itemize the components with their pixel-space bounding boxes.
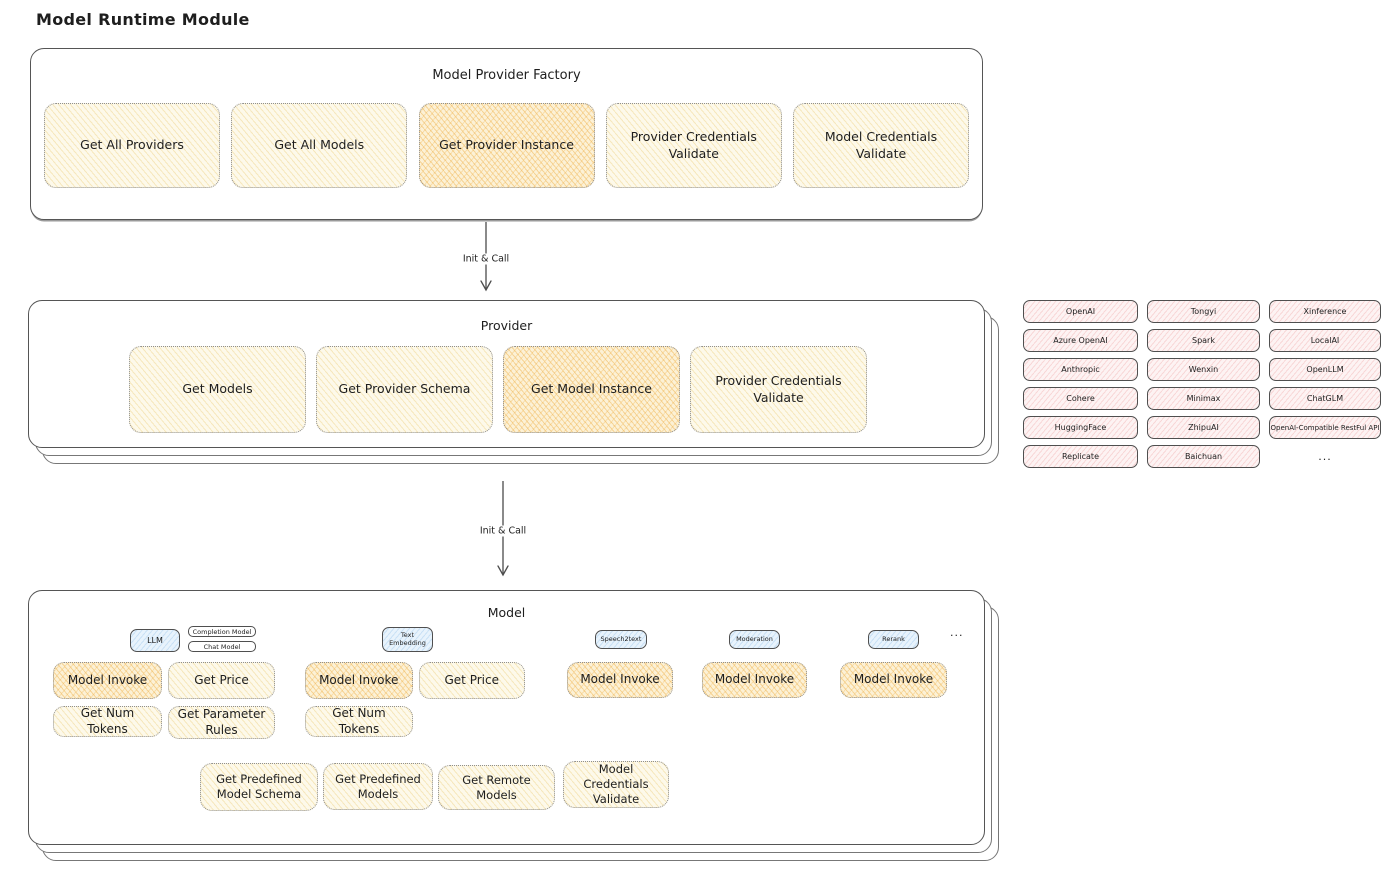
factory-card-title: Model Provider Factory [432,68,581,83]
speech2text-ops-row: Model Invoke [567,662,673,698]
op-rerank-model-invoke: Model Invoke [840,662,947,698]
op-llm-get-num-tokens: Get Num Tokens [53,706,162,737]
op-llm-get-price: Get Price [168,662,275,699]
tab-text-embedding: Text Embedding [382,627,433,652]
text-embedding-tab-row: Text Embedding [305,622,525,654]
arrow-provider-to-model: Init & Call [468,481,538,581]
text-embedding-ops-row-1: Model Invoke Get Price [305,662,525,699]
vendor-tongyi: Tongyi [1147,300,1260,323]
provider-card: Provider Get Models Get Provider Schema … [28,300,985,448]
vendor-spark: Spark [1147,329,1260,352]
tab-chat-model: Chat Model [188,641,256,652]
op-get-provider-schema: Get Provider Schema [316,346,493,433]
vendor-openllm: OpenLLM [1269,358,1381,381]
tab-llm: LLM [130,629,180,652]
tab-moderation: Moderation [729,630,780,649]
provider-vendors-grid: OpenAI Tongyi Xinference Azure OpenAI Sp… [1023,300,1381,468]
diagram-title: Model Runtime Module [36,10,250,29]
rerank-ops-row: Model Invoke [840,662,947,698]
op-model-credentials-validate: Model Credentials Validate [793,103,969,188]
op-text-embedding-get-price: Get Price [418,662,525,699]
op-get-predefined-models: Get Predefined Models [323,763,433,810]
vendor-baichuan: Baichuan [1147,445,1260,468]
provider-ops-row: Get Models Get Provider Schema Get Model… [129,346,867,433]
op-provider-credentials-validate-2: Provider Credentials Validate [690,346,867,433]
arrow-label-init-call-2: Init & Call [475,525,531,537]
op-get-models: Get Models [129,346,306,433]
provider-stack: Provider Get Models Get Provider Schema … [28,300,999,464]
model-types-ellipsis: ... [950,626,964,639]
model-card-title: Model [487,605,526,620]
arrow-factory-to-provider: Init & Call [451,222,521,296]
vendor-azure-openai: Azure OpenAI [1023,329,1138,352]
vendors-ellipsis: ... [1318,450,1332,463]
op-speech2text-model-invoke: Model Invoke [567,662,673,698]
op-llm-model-invoke: Model Invoke [53,662,162,699]
vendor-chatglm: ChatGLM [1269,387,1381,410]
model-group-speech2text: Speech2text Model Invoke [567,622,673,698]
factory-ops-row: Get All Providers Get All Models Get Pro… [31,103,982,188]
op-provider-credentials-validate: Provider Credentials Validate [605,103,782,188]
llm-tab-row: LLM Completion Model Chat Model [53,622,275,654]
tab-completion-model: Completion Model [188,626,256,637]
moderation-ops-row: Model Invoke [702,662,807,698]
llm-ops-row-2: Get Num Tokens Get Parameter Rules [53,706,275,739]
text-embedding-ops-row-2: Get Num Tokens [305,706,525,737]
moderation-tab-row: Moderation [702,622,807,654]
vendor-replicate: Replicate [1023,445,1138,468]
op-get-all-providers: Get All Providers [44,103,220,188]
op-get-all-models: Get All Models [231,103,408,188]
arrow-label-init-call-1: Init & Call [458,253,514,265]
vendor-localai: LocalAI [1269,329,1381,352]
op-text-embedding-get-num-tokens: Get Num Tokens [305,706,413,737]
op-llm-get-parameter-rules: Get Parameter Rules [168,706,275,739]
llm-ops-row-1: Model Invoke Get Price [53,662,275,699]
speech2text-tab-row: Speech2text [567,622,673,654]
op-get-remote-models: Get Remote Models [438,765,555,810]
op-text-embedding-model-invoke: Model Invoke [305,662,413,699]
rerank-tab-row: Rerank [840,622,947,654]
tab-speech2text: Speech2text [595,630,647,649]
vendor-openai: OpenAI [1023,300,1138,323]
op-moderation-model-invoke: Model Invoke [702,662,807,698]
model-group-moderation: Moderation Model Invoke [702,622,807,698]
vendor-anthropic: Anthropic [1023,358,1138,381]
vendor-minimax: Minimax [1147,387,1260,410]
op-model-credentials-validate-2: Model Credentials Validate [563,761,669,808]
op-get-predefined-model-schema: Get Predefined Model Schema [200,763,318,811]
factory-card: Model Provider Factory Get All Providers… [30,48,983,220]
model-group-llm: LLM Completion Model Chat Model Model In… [53,622,275,739]
vendor-xinference: Xinference [1269,300,1381,323]
model-group-rerank: Rerank Model Invoke [840,622,947,698]
vendor-zhipuai: ZhipuAI [1147,416,1260,439]
vendor-cohere: Cohere [1023,387,1138,410]
op-get-model-instance: Get Model Instance [503,346,680,433]
vendor-openai-compatible-restful-api: OpenAI-Compatible RestFul API [1269,416,1381,439]
llm-subtabs: Completion Model Chat Model [188,626,256,652]
provider-card-title: Provider [480,318,533,333]
op-get-provider-instance: Get Provider Instance [418,103,595,188]
tab-rerank: Rerank [868,630,919,649]
model-group-text-embedding: Text Embedding Model Invoke Get Price Ge… [305,622,525,737]
vendor-huggingface: HuggingFace [1023,416,1138,439]
vendor-wenxin: Wenxin [1147,358,1260,381]
